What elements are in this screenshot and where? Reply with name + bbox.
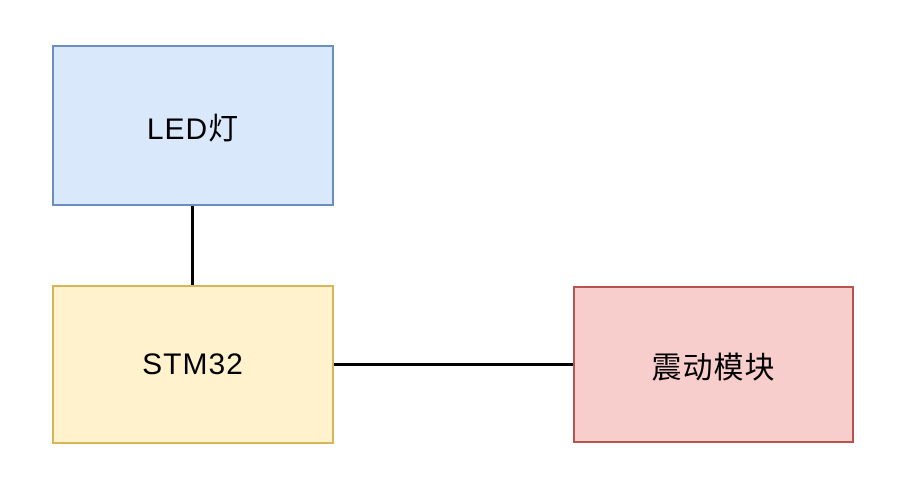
node-vibration-module: 震动模块 (573, 286, 854, 443)
node-stm32-label: STM32 (142, 347, 244, 381)
node-vibration-module-label: 震动模块 (651, 351, 776, 385)
node-led-light-label: LED灯 (146, 112, 240, 146)
node-led-light: LED灯 (52, 45, 334, 206)
node-stm32: STM32 (52, 285, 334, 444)
edge-led-to-stm32 (191, 206, 194, 285)
edge-stm32-to-vibration-module (334, 363, 573, 366)
